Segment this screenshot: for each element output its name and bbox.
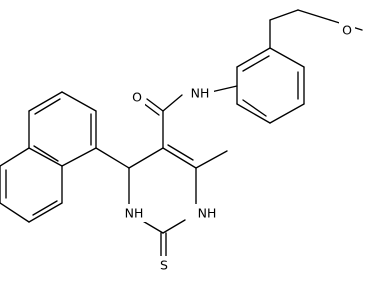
atom-label-o-carbonyl: O [129, 89, 145, 107]
bond [128, 147, 164, 169]
bond [269, 9, 299, 21]
atom-label: NH [191, 86, 210, 101]
atom-label-o-methoxy: O [339, 22, 355, 40]
naphthalene [0, 91, 97, 223]
bond [61, 147, 97, 167]
bond [28, 91, 63, 112]
atom-label-nh-ring-right: NH [193, 204, 221, 222]
bond [162, 219, 186, 234]
bond [0, 147, 30, 167]
double-bond-inner [32, 200, 58, 216]
bond [140, 219, 164, 234]
bond [236, 47, 271, 68]
bond [61, 91, 97, 112]
bond [28, 147, 63, 167]
bond [236, 103, 271, 124]
bond [0, 202, 30, 223]
atom-label: NH [125, 206, 144, 221]
atom-label: S [160, 258, 168, 273]
double-bond [142, 102, 160, 116]
double-bond-inner [242, 55, 270, 72]
atom-label-nh-ring-left: NH [120, 204, 148, 222]
atom-label: O [342, 23, 352, 38]
atom-label-s: S [156, 256, 172, 274]
atom-label-nh-amide: NH [186, 84, 214, 102]
atom-label: NH [198, 206, 217, 221]
bond [195, 150, 228, 169]
bond [269, 47, 305, 68]
bond [162, 147, 197, 169]
bond [269, 103, 305, 124]
bond [297, 9, 331, 21]
bond [162, 94, 183, 112]
methoxyphenyl-ring [236, 47, 305, 124]
bond [28, 202, 63, 223]
double-bond-inner [34, 98, 61, 115]
bond [210, 85, 238, 93]
bond [95, 147, 130, 169]
double-bond-inner [167, 144, 194, 161]
double-bond-inner [33, 145, 59, 162]
double-bond-inner [242, 99, 267, 117]
atom-label: O [132, 90, 142, 105]
bond [146, 98, 164, 112]
